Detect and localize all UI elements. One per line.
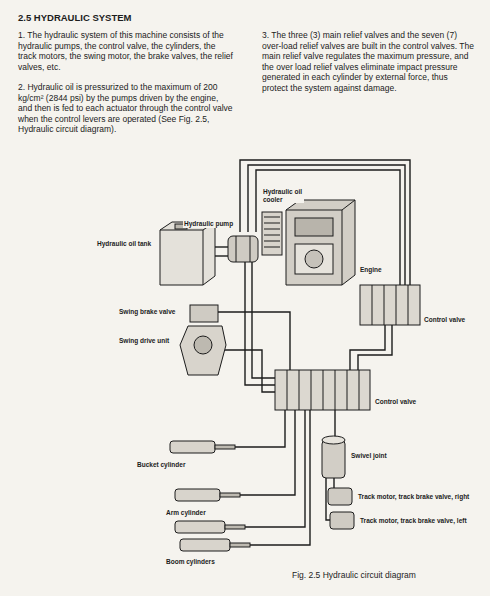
body-paragraph: 3. The three (3) main relief valves and … — [262, 30, 476, 94]
component-drawing — [225, 525, 245, 529]
component-drawing — [160, 222, 215, 285]
component-drawing — [190, 305, 218, 322]
part-label: Arm cylinder — [165, 509, 207, 517]
hose-line — [334, 410, 335, 440]
component-drawing — [194, 336, 212, 354]
component-drawing — [180, 539, 230, 551]
component-drawing — [322, 436, 345, 444]
component-drawing — [160, 222, 215, 285]
hose-line — [248, 165, 405, 285]
part-label: Hydraulic pump — [183, 220, 234, 228]
part-label: Boom cylinders — [165, 558, 216, 566]
component-drawing — [170, 441, 215, 453]
part-label: Swing drive unit — [118, 337, 170, 345]
part-label: Swing brake valve — [118, 308, 176, 316]
hose-line — [333, 478, 334, 488]
component-drawing — [372, 285, 408, 325]
hose-line — [245, 410, 305, 527]
hose-line — [240, 160, 410, 285]
part-label: Track motor, track brake valve, right — [357, 493, 470, 501]
component-drawing — [287, 370, 359, 410]
part-label: Hydraulic oil tank — [96, 240, 152, 248]
component-drawing — [286, 200, 355, 285]
hose-line — [240, 410, 295, 495]
hose-line — [215, 255, 228, 256]
hose-line — [250, 410, 310, 545]
component-drawing — [175, 521, 225, 533]
figure-caption: Fig. 2.5 Hydraulic circuit diagram — [292, 570, 416, 580]
component-drawing — [175, 489, 220, 501]
hose-line — [218, 312, 290, 370]
component-drawing — [295, 244, 333, 274]
component-drawing — [286, 200, 355, 285]
hose-line — [358, 325, 392, 370]
part-label: Track motor, track brake valve, left — [359, 517, 468, 525]
component-drawing — [262, 212, 282, 255]
component-drawing — [305, 250, 323, 268]
component-drawing — [180, 326, 226, 375]
part-label: Bucket cylinder — [136, 461, 186, 469]
part-label: Control valve — [374, 398, 417, 406]
component-drawing — [295, 218, 333, 236]
hose-line — [215, 160, 410, 545]
hose-line — [235, 410, 285, 447]
hose-line — [245, 262, 275, 385]
body-paragraph: 2. Hydraulic oil is pressurized to the m… — [18, 82, 234, 135]
hose-line — [225, 350, 275, 392]
component-drawing — [264, 217, 280, 247]
body-paragraph: 1. The hydraulic system of this machine … — [18, 30, 234, 72]
hose-line — [215, 246, 228, 247]
part-label: Swivel joint — [350, 452, 388, 460]
component-drawing — [228, 236, 258, 262]
hose-line — [256, 170, 400, 285]
part-label: Engine — [359, 266, 383, 274]
hose-line — [350, 325, 385, 370]
component-drawing — [220, 493, 240, 497]
component-drawing — [328, 488, 352, 505]
hose-line — [252, 262, 275, 378]
component-drawing — [330, 512, 354, 529]
part-label: Control valve — [423, 316, 466, 324]
component-drawing — [236, 236, 237, 262]
component-drawing — [250, 236, 251, 262]
component-drawing — [275, 370, 370, 410]
component-drawing — [360, 285, 420, 325]
component-drawing — [230, 543, 250, 547]
part-label: Hydraulic oil cooler — [262, 188, 304, 203]
component-drawing — [215, 445, 235, 449]
section-title: 2.5 HYDRAULIC SYSTEM — [18, 12, 132, 23]
component-drawing — [322, 440, 345, 478]
